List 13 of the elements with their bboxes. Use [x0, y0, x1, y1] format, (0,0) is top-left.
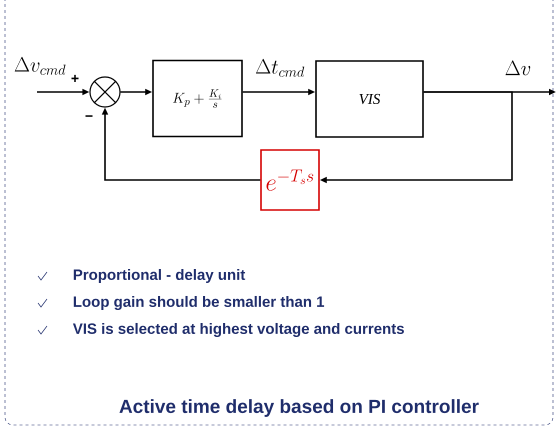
controller-box: $K_p + \frac{K_i}{s}$	[152, 60, 243, 138]
bullet-text: Proportional - delay unit	[74, 269, 246, 283]
bullet-text: VIS is selected at highest voltage and currents	[72, 322, 404, 338]
caption: Active time delay based on PI controller	[119, 399, 479, 417]
signal-label: $\Delta v_{cmd}$	[14, 56, 66, 75]
summing-junction	[89, 76, 121, 108]
delay-box: $e^{-T_s s}$	[260, 149, 320, 211]
sign-label: −	[86, 115, 93, 117]
signal-label: $\Delta v$	[505, 60, 530, 76]
bullet-text: Loop gain should be smaller than 1	[74, 296, 324, 310]
process-box: VIS	[315, 60, 424, 138]
signal-label: $\Delta t_{cmd}$	[256, 58, 304, 77]
sign-label: +	[72, 74, 79, 82]
